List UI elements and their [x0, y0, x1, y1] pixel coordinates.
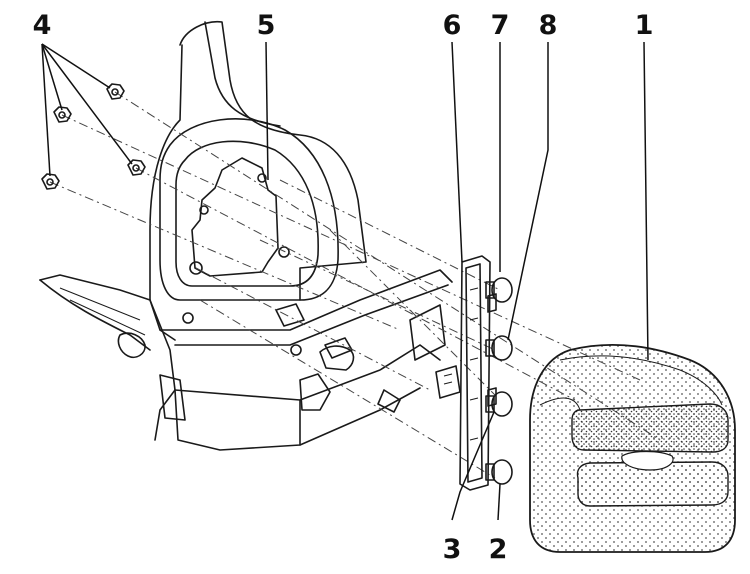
tail-lamp-lens — [529, 343, 736, 553]
nut-icon — [53, 106, 72, 123]
nut-icon — [127, 159, 146, 176]
callout-8: 8 — [539, 10, 558, 41]
leader-lines — [41, 41, 649, 521]
bulbs — [485, 277, 513, 485]
bulb-icon — [485, 335, 513, 361]
callout-3: 3 — [443, 534, 462, 565]
callout-7: 7 — [491, 10, 510, 41]
callout-6: 6 — [443, 10, 462, 41]
nut-icon — [41, 173, 60, 190]
nut-icon — [106, 83, 125, 100]
callout-labels: 4 5 6 7 8 1 3 2 — [33, 10, 654, 565]
callout-2: 2 — [489, 534, 508, 565]
bulb-icon — [485, 391, 513, 417]
bulb-icon — [485, 277, 513, 303]
callout-5: 5 — [257, 10, 276, 41]
mounting-nuts — [41, 83, 146, 190]
callout-4: 4 — [33, 10, 52, 41]
callout-1: 1 — [635, 10, 654, 41]
bulb-icon — [485, 459, 513, 485]
body-panel — [39, 20, 453, 451]
